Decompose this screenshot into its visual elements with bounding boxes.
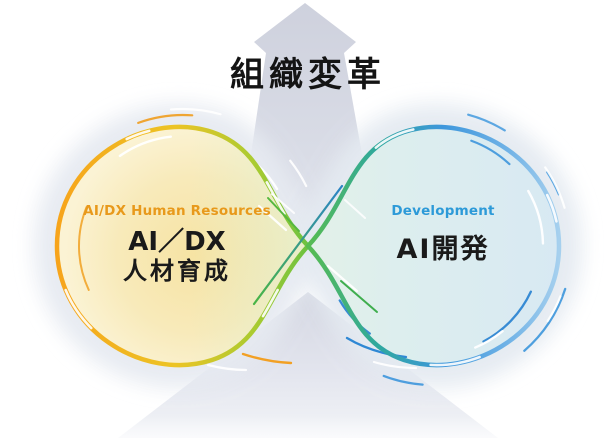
left-loop-title: AI／DX 人材育成	[57, 228, 297, 286]
crossing-white-dash-1	[257, 204, 288, 232]
left-loop-inner-white-dashes	[71, 134, 295, 358]
transformation-title: 組織変革	[230, 55, 386, 95]
crossing-white-dash-2	[271, 193, 295, 214]
right-loop-inner-white-dashes	[321, 134, 545, 358]
right-loop-title: AI開発	[396, 234, 490, 265]
right-loop-outer-blue-arc-bottom	[292, 105, 574, 387]
right-loop-bottom-white-dash	[372, 360, 418, 370]
left-loop-outer-orange-arc	[50, 113, 316, 379]
crossing-thin-line-upper-left	[267, 197, 300, 232]
base-triangle-shape	[118, 292, 498, 438]
crossing-white-dash-4	[344, 199, 366, 219]
right-loop-bottom-blue-dash	[345, 336, 408, 359]
right-loop-tag: Development	[391, 203, 495, 219]
right-loop-outer-blue-arc-top	[295, 108, 571, 384]
left-loop-bottom-orange-dash	[241, 352, 293, 365]
right-loop-inner-blue-arc-top	[319, 132, 547, 360]
left-loop-title-line2: 人材育成	[123, 257, 231, 285]
right-loop-outer-white-dashes	[294, 107, 572, 385]
left-loop-tag: AI/DX Human Resources	[83, 203, 271, 219]
right-loop-inner-blue-arc-bottom	[323, 136, 543, 356]
left-loop-outer-white-dashes	[44, 107, 322, 385]
crossing-thin-line-lower-right	[340, 280, 378, 313]
left-loop-title-line1: AI／DX	[128, 227, 226, 257]
crossing-white-dash-3	[326, 264, 359, 293]
crossing-thin-line-long	[252, 184, 344, 306]
left-loop-bottom-white-dash	[206, 363, 248, 372]
left-loop-inner-orange-arc	[78, 141, 288, 351]
